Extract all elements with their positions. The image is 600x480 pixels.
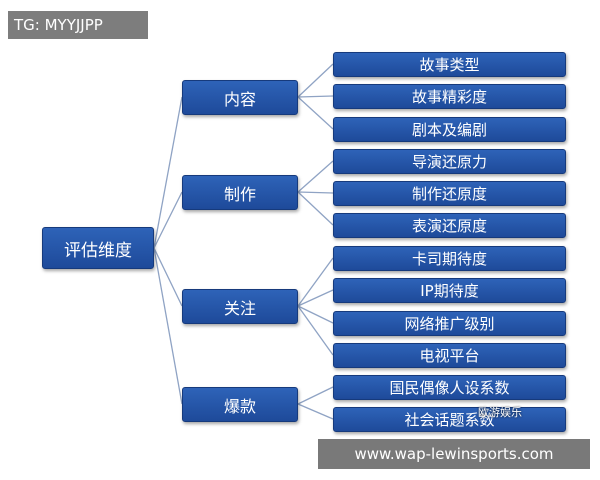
connector-production-3 [297,191,334,226]
group-node-production: 制作 [182,175,298,210]
leaf-cast-expectation: 卡司期待度 [333,246,566,271]
group-node-attention: 关注 [182,289,298,324]
connector-attention-4 [297,305,334,356]
connector-content-2 [297,95,334,98]
leaf-acting-fidelity: 表演还原度 [333,213,566,238]
connector-hit-2 [297,403,334,420]
connector-hit-1 [297,386,334,405]
leaf-story-type: 故事类型 [333,52,566,77]
connector-attention-2 [297,289,334,307]
leaf-online-promotion: 网络推广级别 [333,311,566,336]
connector-production-1 [297,160,334,193]
leaf-script-writer: 剧本及编剧 [333,117,566,142]
group-node-hit: 爆款 [182,387,298,422]
connector-production-2 [297,191,334,194]
leaf-director-fidelity: 导演还原力 [333,149,566,174]
leaf-production-fidelity: 制作还原度 [333,181,566,206]
leaf-story-excitement: 故事精彩度 [333,84,566,109]
connector-root-hit [153,247,183,405]
connector-root-attention [153,247,183,307]
connector-attention-3 [297,305,334,324]
connector-content-1 [297,63,334,98]
leaf-social-topic: 社会话题系数 [333,407,566,432]
url-banner: www.wap-lewinsports.com [318,439,590,469]
connector-attention-1 [297,257,334,307]
connector-root-content [153,96,183,249]
root-node: 评估维度 [42,227,154,269]
leaf-tv-platform: 电视平台 [333,343,566,368]
leaf-idol-persona: 国民偶像人设系数 [333,375,566,400]
group-node-content: 内容 [182,80,298,115]
watermark: 欧游娱乐 [478,406,522,419]
tg-tag: TG: MYYJJPP [8,11,148,39]
connector-root-production [153,191,183,249]
leaf-ip-expectation: IP期待度 [333,278,566,303]
connector-content-3 [297,96,334,130]
